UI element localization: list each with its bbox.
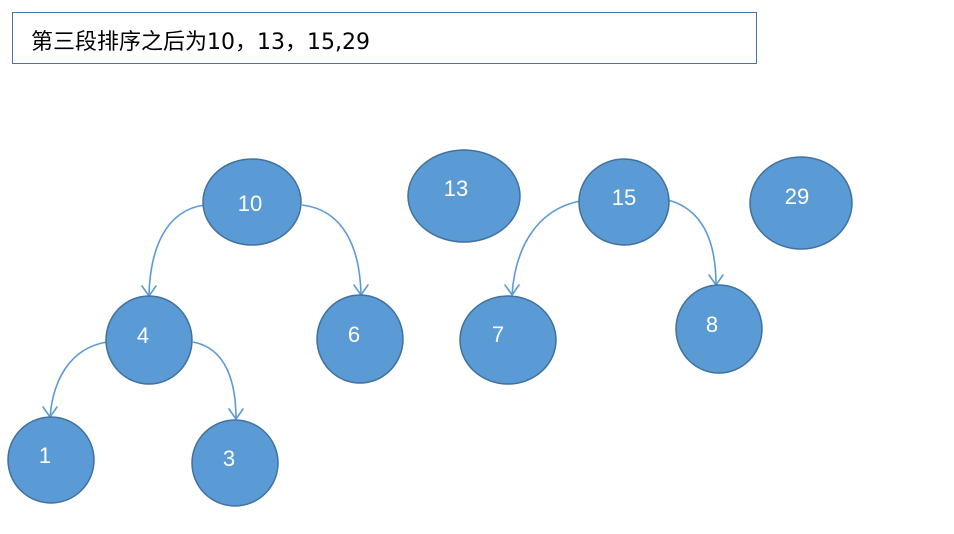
node-6: 6 <box>316 294 404 384</box>
node-label: 13 <box>444 176 468 201</box>
node-4: 4 <box>105 295 193 385</box>
node-label: 10 <box>238 191 262 216</box>
edge-15-to-7 <box>504 200 581 296</box>
node-8: 8 <box>675 284 763 374</box>
node-29: 29 <box>749 156 853 250</box>
title-text: 第三段排序之后为10，13，15,29 <box>31 30 370 55</box>
node-1: 1 <box>7 416 95 504</box>
node-label: 15 <box>612 185 636 210</box>
edge-10-to-6 <box>301 204 369 296</box>
edge-4-to-3 <box>192 341 244 420</box>
node-label: 3 <box>223 446 235 471</box>
node-7: 7 <box>459 295 557 385</box>
edge-10-to-4 <box>141 204 206 297</box>
node-label: 1 <box>39 443 51 468</box>
edge-15-to-8 <box>667 199 724 286</box>
node-label: 8 <box>706 312 718 337</box>
node-13: 13 <box>407 149 521 243</box>
edges-layer <box>42 199 724 420</box>
node-label: 7 <box>492 322 504 347</box>
title-box: 第三段排序之后为10，13，15,29 <box>12 12 757 64</box>
node-label: 29 <box>785 184 809 209</box>
node-15: 15 <box>578 158 670 246</box>
node-label: 4 <box>137 323 149 348</box>
node-3: 3 <box>191 419 279 507</box>
nodes-layer: 10 13 15 29 4 6 7 8 <box>7 149 853 507</box>
edge-4-to-1 <box>42 341 108 418</box>
node-10: 10 <box>202 158 302 246</box>
node-label: 6 <box>348 322 360 347</box>
